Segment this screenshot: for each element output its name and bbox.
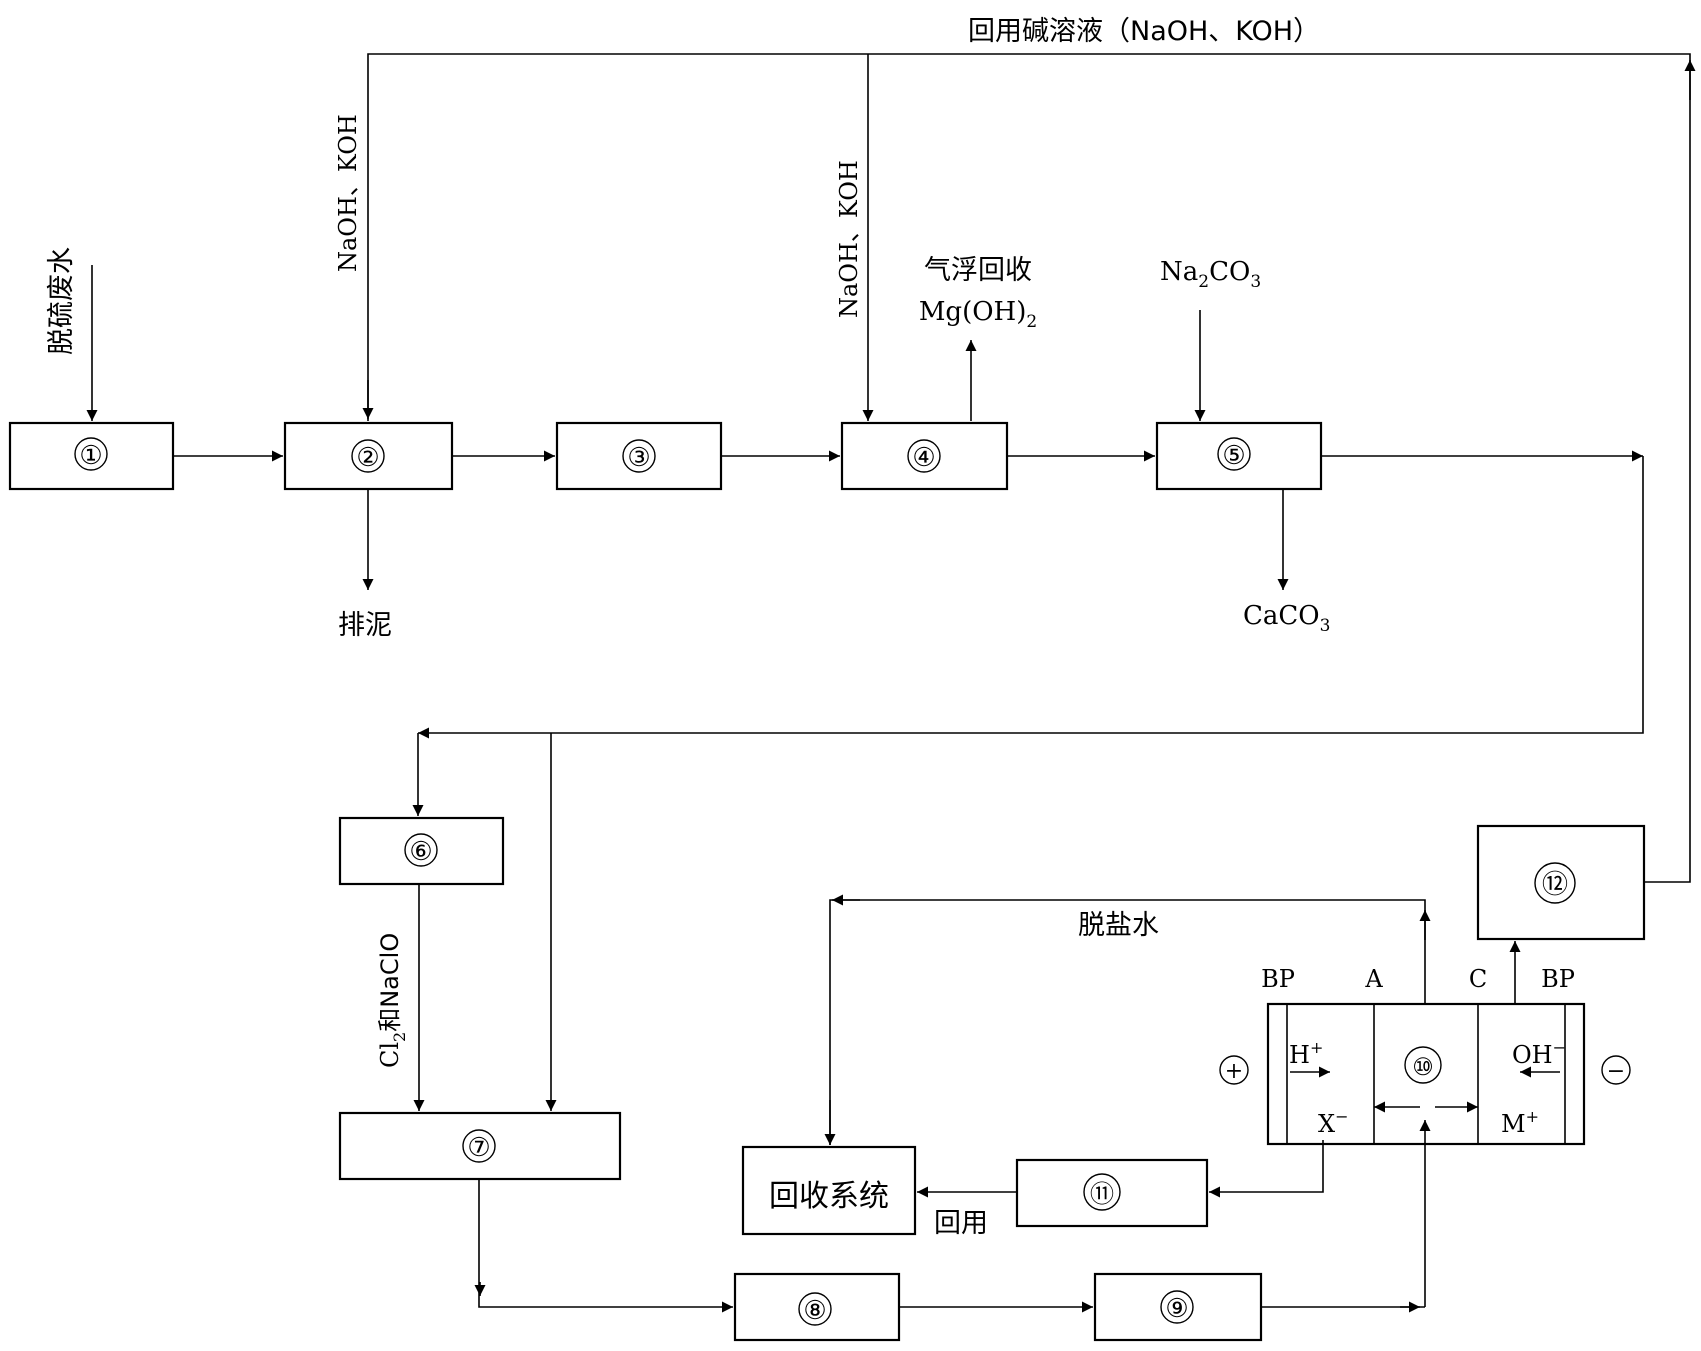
unit-9-label: ⑨ bbox=[1165, 1294, 1188, 1324]
unit-2: ② bbox=[283, 421, 454, 491]
unit-4: ④ bbox=[840, 421, 1009, 491]
unit-7: ⑦ bbox=[338, 1111, 622, 1181]
unit-1: ① bbox=[8, 421, 175, 491]
bp-left-label: BP bbox=[1261, 965, 1295, 993]
m-ion-label: M+ bbox=[1501, 1107, 1539, 1138]
unit-3-label: ③ bbox=[627, 443, 650, 473]
anode-sign: + bbox=[1219, 1055, 1249, 1085]
unit-5-label: ⑤ bbox=[1222, 441, 1245, 471]
unit-7-label: ⑦ bbox=[467, 1133, 490, 1163]
cl2-naclo-label: Cl2和NaClO bbox=[376, 933, 409, 1068]
h-ion-label: H+ bbox=[1289, 1038, 1323, 1069]
x-ion-label: X− bbox=[1318, 1107, 1349, 1138]
unit-10-label: ⑩ bbox=[1412, 1053, 1434, 1081]
na2co3-label: Na2CO3 bbox=[1160, 257, 1261, 292]
caco3-label: CaCO3 bbox=[1243, 601, 1330, 636]
svg-text:−: − bbox=[1607, 1059, 1625, 1084]
unit-11-label: ⑪ bbox=[1090, 1180, 1114, 1208]
unit-8: ⑧ bbox=[733, 1272, 901, 1342]
electrodialysis-cell: ⑩ H+ OH− X− M+ bbox=[1266, 1002, 1586, 1146]
unit-9: ⑨ bbox=[1093, 1272, 1263, 1342]
bp-right-label: BP bbox=[1541, 965, 1575, 993]
unit-8-label: ⑧ bbox=[803, 1296, 826, 1326]
unit-6: ⑥ bbox=[338, 816, 505, 886]
desalted-water-label: 脱盐水 bbox=[1078, 910, 1159, 941]
recovery-system-label: 回收系统 bbox=[769, 1179, 889, 1214]
flow-7-to-8 bbox=[478, 1179, 733, 1313]
unit-3: ③ bbox=[555, 421, 723, 491]
unit-6-label: ⑥ bbox=[409, 837, 432, 867]
oh-ion-label: OH− bbox=[1512, 1038, 1566, 1069]
return-line-to-6-7 bbox=[436, 456, 1644, 734]
wastewater-label: 脱硫废水 bbox=[46, 247, 77, 355]
desalted-water-line bbox=[829, 899, 1426, 1145]
a-membrane-label: A bbox=[1364, 965, 1383, 993]
unit-12: ⑫ bbox=[1476, 824, 1646, 941]
acid-to-11-arrow bbox=[1209, 1140, 1324, 1198]
flotation-recovery-label: 气浮回收 bbox=[924, 255, 1032, 286]
svg-text:+: + bbox=[1225, 1059, 1243, 1084]
reuse-label: 回用 bbox=[934, 1208, 988, 1239]
unit-4-label: ④ bbox=[912, 443, 935, 473]
naoh-koh-label-1: NaOH、KOH bbox=[334, 114, 362, 272]
cathode-sign: − bbox=[1601, 1055, 1631, 1085]
naoh-koh-label-2: NaOH、KOH bbox=[835, 160, 863, 318]
c-membrane-label: C bbox=[1469, 965, 1487, 993]
alkali-recycle-label: 回用碱溶液（NaOH、KOH） bbox=[968, 16, 1320, 47]
unit-2-label: ② bbox=[356, 443, 379, 473]
unit-12-label: ⑫ bbox=[1542, 870, 1568, 900]
sludge-label: 排泥 bbox=[338, 610, 392, 641]
unit-11: ⑪ bbox=[1015, 1158, 1209, 1228]
unit-5: ⑤ bbox=[1155, 421, 1323, 491]
alkali-recycle-line bbox=[367, 53, 1691, 883]
mgoh2-label: Mg(OH)2 bbox=[919, 297, 1037, 332]
unit-1-label: ① bbox=[79, 441, 102, 471]
recovery-system-box: 回收系统 bbox=[741, 1145, 917, 1236]
